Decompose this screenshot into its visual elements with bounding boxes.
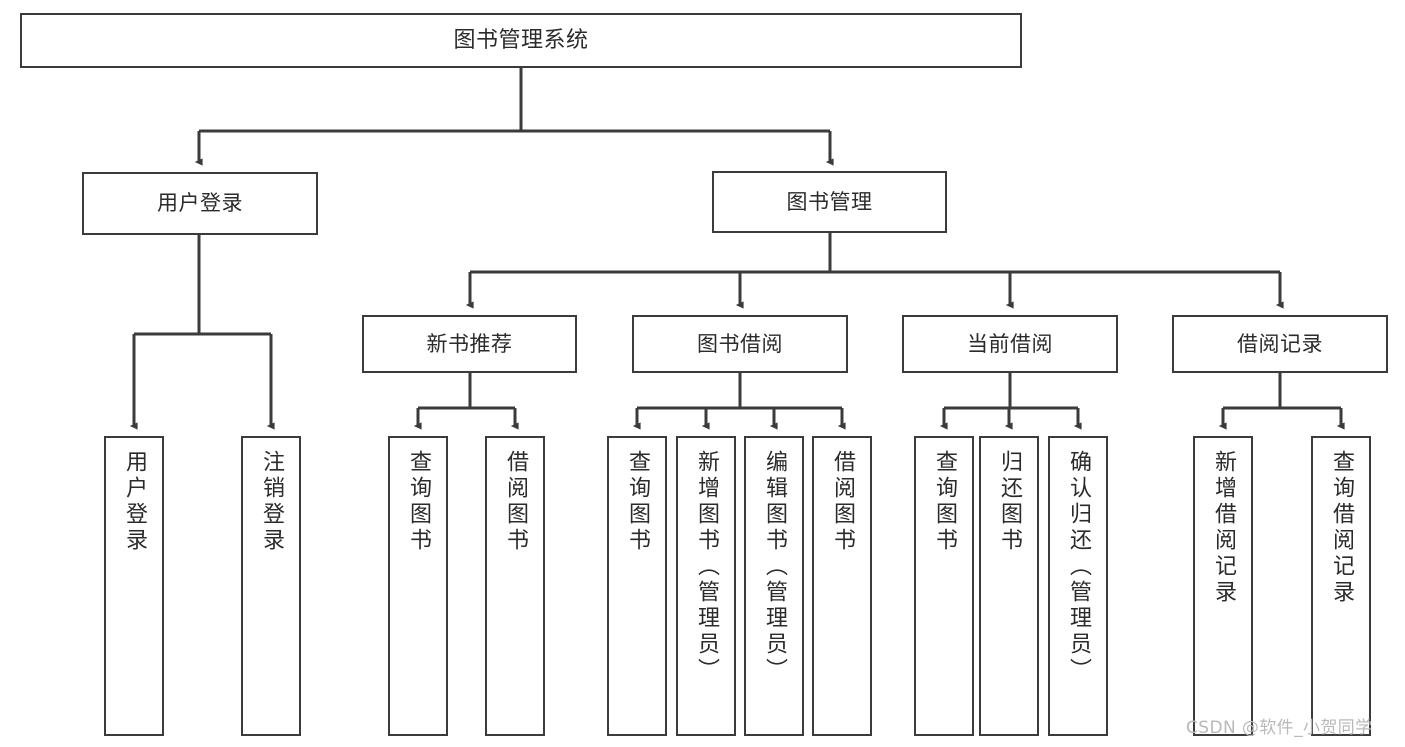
node-new-book-recommend[interactable]: 新书推荐 xyxy=(362,315,577,373)
leaf-logout[interactable]: 注销登录 xyxy=(241,436,301,736)
node-label: 归还图书 xyxy=(997,450,1022,554)
node-label: 用户登录 xyxy=(122,450,147,554)
node-label: 当前借阅 xyxy=(967,331,1053,356)
node-label: 借阅图书 xyxy=(830,450,855,554)
leaf-return-books[interactable]: 归还图书 xyxy=(979,436,1039,736)
node-current-borrow[interactable]: 当前借阅 xyxy=(902,315,1118,373)
leaf-edit-book-admin[interactable]: 编辑图书（管理员） xyxy=(744,436,804,736)
node-label: 编辑图书（管理员） xyxy=(762,450,787,684)
node-label: 新书推荐 xyxy=(426,331,513,356)
leaf-user-login[interactable]: 用户登录 xyxy=(104,436,164,736)
leaf-add-borrow-record[interactable]: 新增借阅记录 xyxy=(1193,436,1253,736)
leaf-query-books-borrow[interactable]: 查询图书 xyxy=(607,436,667,736)
leaf-confirm-return-admin[interactable]: 确认归还（管理员） xyxy=(1048,436,1108,736)
leaf-borrow-books-recommend[interactable]: 借阅图书 xyxy=(485,436,545,736)
node-book-management[interactable]: 图书管理 xyxy=(712,171,947,233)
node-label: 借阅图书 xyxy=(503,450,528,554)
node-label: 确认归还（管理员） xyxy=(1066,450,1091,684)
node-label: 图书管理系统 xyxy=(453,27,589,53)
node-label: 新增借阅记录 xyxy=(1211,450,1236,606)
node-label: 查询图书 xyxy=(932,450,957,554)
node-label: 新增图书（管理员） xyxy=(694,450,719,684)
leaf-borrow-books[interactable]: 借阅图书 xyxy=(812,436,872,736)
node-label: 注销登录 xyxy=(259,450,284,554)
node-label: 图书借阅 xyxy=(697,331,783,356)
node-book-borrow[interactable]: 图书借阅 xyxy=(632,315,848,373)
leaf-add-book-admin[interactable]: 新增图书（管理员） xyxy=(676,436,736,736)
node-label: 查询借阅记录 xyxy=(1329,450,1354,606)
leaf-query-borrow-record[interactable]: 查询借阅记录 xyxy=(1311,436,1371,736)
node-label: 用户登录 xyxy=(157,191,243,216)
node-label: 借阅记录 xyxy=(1237,331,1323,356)
node-borrow-records[interactable]: 借阅记录 xyxy=(1172,315,1388,373)
leaf-query-books-current[interactable]: 查询图书 xyxy=(914,436,974,736)
leaf-query-books-recommend[interactable]: 查询图书 xyxy=(388,436,448,736)
node-user-login[interactable]: 用户登录 xyxy=(82,172,318,235)
node-label: 查询图书 xyxy=(406,450,431,554)
csdn-watermark: CSDN @软件_小贺同学 xyxy=(1186,718,1373,738)
node-root-book-management-system[interactable]: 图书管理系统 xyxy=(20,13,1022,68)
node-label: 图书管理 xyxy=(786,189,873,214)
node-label: 查询图书 xyxy=(625,450,650,554)
